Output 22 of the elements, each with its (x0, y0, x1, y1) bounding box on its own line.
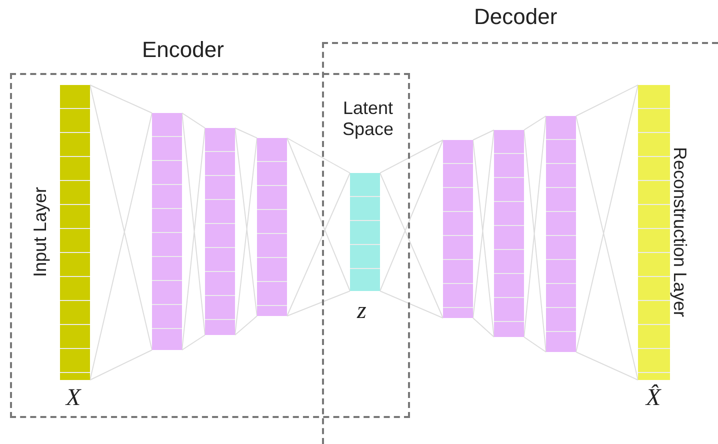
layer-bar (546, 116, 576, 352)
layer-bar (443, 140, 473, 318)
math-symbol: X̂ (646, 385, 661, 412)
connection-lines (286, 138, 350, 316)
math-symbol: z (357, 298, 366, 325)
connection-lines (380, 140, 444, 318)
layer-label: Input Layer (30, 186, 51, 278)
math-symbol: X (66, 385, 81, 412)
connection-lines (524, 116, 546, 352)
layer-bar (205, 128, 235, 335)
connection-lines (182, 112, 206, 350)
layer-label: Reconstruction Layer (669, 146, 690, 318)
connection-lines (90, 84, 152, 380)
connection-lines (472, 130, 494, 338)
group-title: Encoder (142, 37, 224, 63)
layer-label: Latent Space (341, 98, 395, 140)
layer-bar (257, 138, 287, 316)
layer-bar (152, 113, 182, 350)
layer-bar (494, 130, 524, 337)
connection-lines (234, 128, 258, 336)
group-title: Decoder (474, 4, 558, 30)
connection-lines (576, 84, 638, 380)
